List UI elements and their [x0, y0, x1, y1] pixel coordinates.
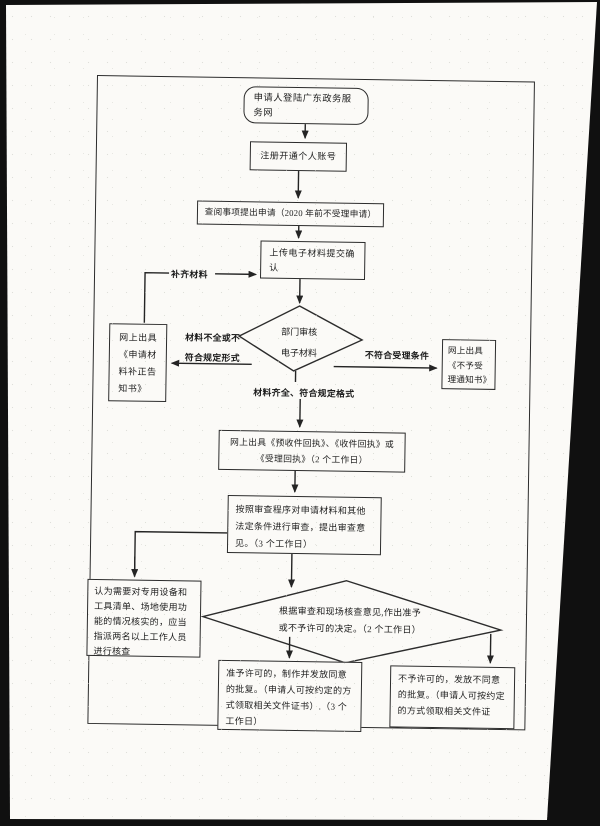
flowchart-frame: 申请人登陆广东政务服务网 注册开通个人账号 查阅事项提出申请（2020 年前不受… — [86, 75, 535, 732]
node-register-account: 注册开通个人账号 — [249, 141, 348, 172]
edge-label-incomplete: 材料不全或不符合规定形式 — [184, 332, 241, 364]
arrow-supplement-upload — [215, 270, 258, 278]
edge-label-not-acceptable: 不符合受理条件 — [364, 350, 430, 361]
flowchart-connectors — [131, 124, 504, 664]
node-approve-reply: 准予许可的，制作并发放同意的批复。（申请人可按约定的方式领取相关文件证书）.（3… — [217, 659, 363, 732]
decision-dept-review-text: 部门审核 电子材料 — [262, 321, 337, 364]
node-site-verification: 认为需要对专用设备和工具清单、场地使用功能的情况核实的，应当指派两名以上工作人员… — [86, 578, 202, 658]
node-upload-materials: 上传电子材料提交确认 — [259, 240, 366, 280]
node-receipt-issue: 网上出具《预收件回执》、《收件回执》或《受理回执》（2 个工作日） — [218, 429, 406, 473]
node-login: 申请人登陆广东政务服务网 — [243, 86, 369, 126]
decision-diamond-dept-review — [237, 305, 364, 372]
node-review-procedure: 按照审查程序对申请材料和其他法定条件进行审查，提出审查意见。（3 个工作日） — [226, 494, 382, 556]
decision-dept-review-line2: 电子材料 — [280, 347, 317, 359]
decision-dept-review-line1: 部门审核 — [281, 326, 318, 338]
line-review-verify — [133, 530, 228, 576]
decision-permit-text: 根据审查和现场核查意见,作出准予 或不予许可的决定。（2 个工作日） — [268, 603, 432, 639]
node-rejection-notice: 网上出具《不予受理通知书》 — [441, 339, 497, 390]
decision-permit-line2: 或不予许可的决定。（2 个工作日） — [278, 622, 422, 635]
node-correction-notice: 网上出具《申请材料补正告知书》 — [108, 323, 168, 403]
edge-label-supplement: 补齐材料 — [170, 269, 208, 280]
arrow-incomplete-correction — [170, 359, 252, 367]
arrow-notacceptable-rejection — [333, 364, 438, 372]
edge-label-complete: 材料齐全、符合规定格式 — [253, 387, 355, 399]
node-deny-reply: 不予许可的，发放不同意的批复。（申请人可按约定的方式领取相关文件证 — [389, 665, 516, 730]
node-submit-application: 查阅事项提出申请（2020 年前不受理申请） — [196, 200, 385, 228]
line-supplement-loop — [143, 272, 170, 323]
